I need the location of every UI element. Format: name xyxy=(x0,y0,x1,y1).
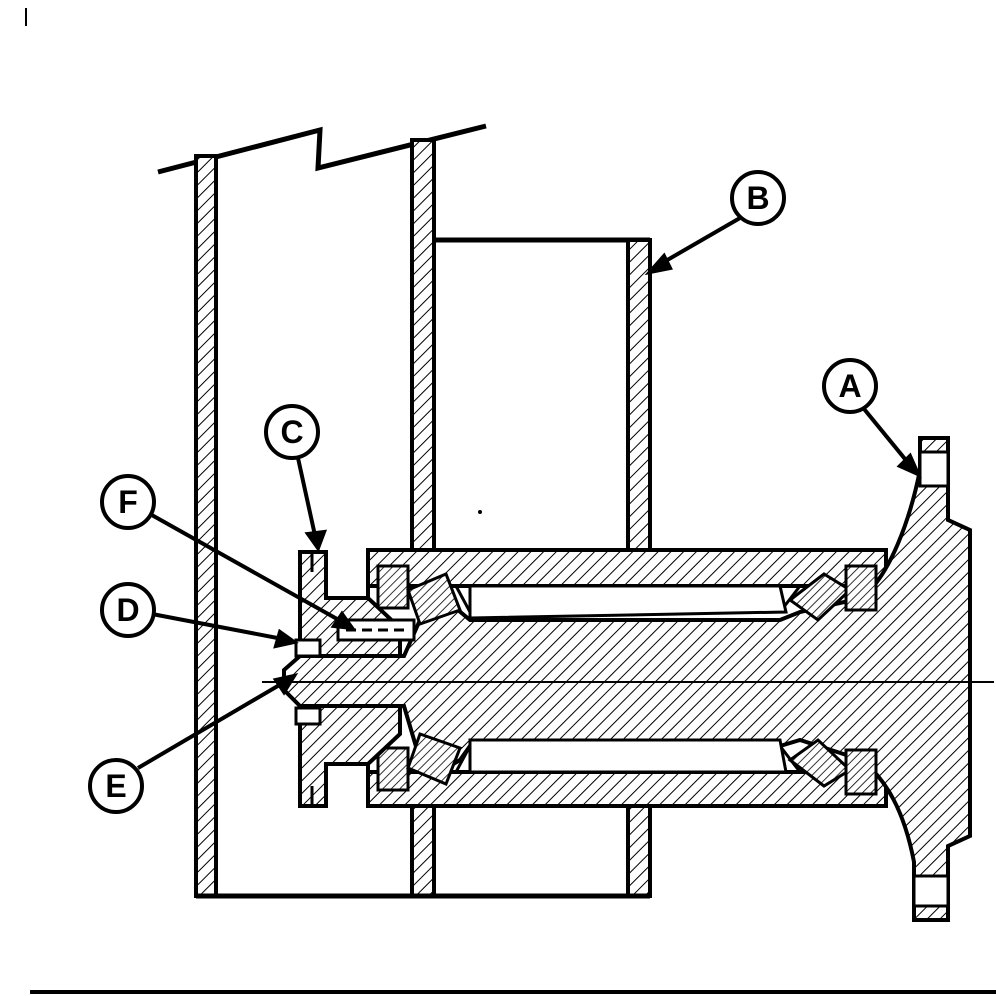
label-f-text: F xyxy=(118,484,138,520)
label-a-text: A xyxy=(838,368,861,404)
cotter-pin-f xyxy=(336,618,416,642)
bearing-outer-bottom xyxy=(787,738,878,796)
hub-bore xyxy=(468,584,788,620)
spindle-a xyxy=(282,436,972,922)
support-column xyxy=(194,138,436,899)
bearing-inner-bottom xyxy=(376,732,462,792)
flange-hole-bottom xyxy=(912,874,950,908)
label-e: E xyxy=(88,758,144,814)
label-b: B xyxy=(730,170,786,226)
label-a: A xyxy=(822,358,878,414)
label-c: C xyxy=(264,404,320,460)
label-e-text: E xyxy=(105,768,126,804)
bearing-outer-top xyxy=(787,564,878,622)
label-d-text: D xyxy=(116,592,139,628)
label-d: D xyxy=(100,582,156,638)
hub-bore-lower xyxy=(468,738,788,774)
label-f: F xyxy=(100,474,156,530)
leader-lines xyxy=(136,216,922,770)
label-b-text: B xyxy=(746,180,769,216)
flange-hole-top xyxy=(918,450,950,488)
label-c-text: C xyxy=(280,414,303,450)
bracket-b xyxy=(434,237,652,899)
speck xyxy=(478,510,482,514)
break-line xyxy=(157,123,487,175)
bearing-inner-top xyxy=(376,564,462,626)
spindle-tip xyxy=(294,638,322,726)
